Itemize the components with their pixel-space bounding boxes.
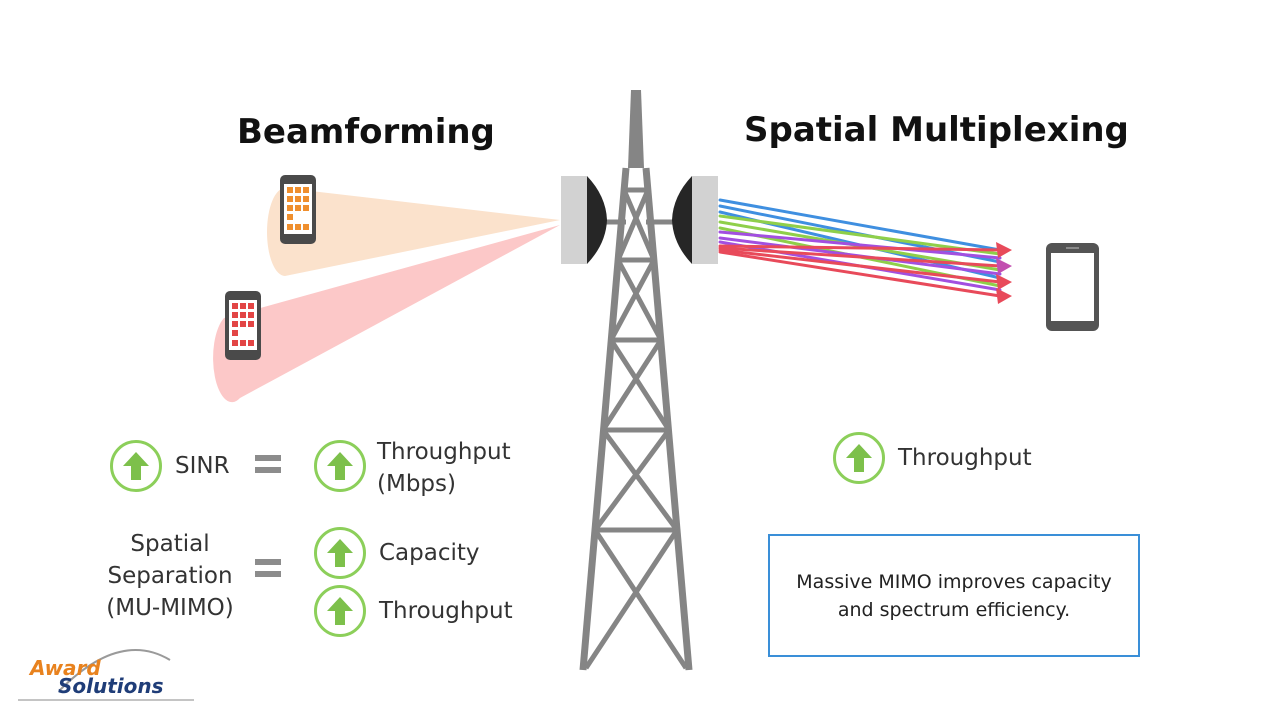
massive-mimo-note: Massive MIMO improves capacity and spect… [768, 534, 1140, 657]
beam-red [213, 225, 560, 403]
mu-mimo-line: (MU-MIMO) [106, 595, 234, 621]
beamforming-title: Beamforming [237, 112, 495, 152]
up-arrow-icon [123, 452, 149, 480]
beam-orange [267, 188, 560, 276]
mbps-line: (Mbps) [377, 471, 456, 497]
up-arrow-icon [846, 444, 872, 472]
throughput-mbps-label: Throughput (Mbps) [377, 436, 511, 500]
spatial-multiplexing-title: Spatial Multiplexing [744, 110, 1129, 150]
spatial-streams [718, 198, 1002, 298]
logo-award: Award [30, 656, 101, 680]
throughput-2-label: Throughput [379, 598, 513, 624]
up-arrow-icon [327, 452, 353, 480]
throughput-up-badge [314, 440, 366, 492]
throughput-line: Throughput [377, 439, 511, 465]
tower [579, 90, 693, 671]
sinr-up-badge [110, 440, 162, 492]
equals-icon [255, 455, 281, 479]
phone-orange-icon [280, 175, 316, 244]
logo-solutions: Solutions [58, 674, 164, 698]
spatial-line: Spatial [130, 531, 210, 557]
phone-red-icon [225, 291, 261, 360]
mux-throughput-up-badge [833, 432, 885, 484]
capacity-up-badge [314, 527, 366, 579]
stream-arrowheads [996, 242, 1012, 304]
separation-line: Separation [107, 563, 233, 589]
mux-throughput-label: Throughput [898, 445, 1032, 471]
antenna-left [561, 176, 607, 264]
antenna-right [672, 176, 718, 264]
throughput-2-up-badge [314, 585, 366, 637]
capacity-label: Capacity [379, 540, 480, 566]
up-arrow-icon [327, 597, 353, 625]
equals-icon [255, 559, 281, 583]
logo-swoosh [59, 649, 171, 691]
spatial-separation-label: Spatial Separation (MU-MIMO) [100, 528, 240, 624]
sinr-label: SINR [175, 453, 230, 479]
up-arrow-icon [327, 539, 353, 567]
phone-icon [1046, 243, 1099, 331]
